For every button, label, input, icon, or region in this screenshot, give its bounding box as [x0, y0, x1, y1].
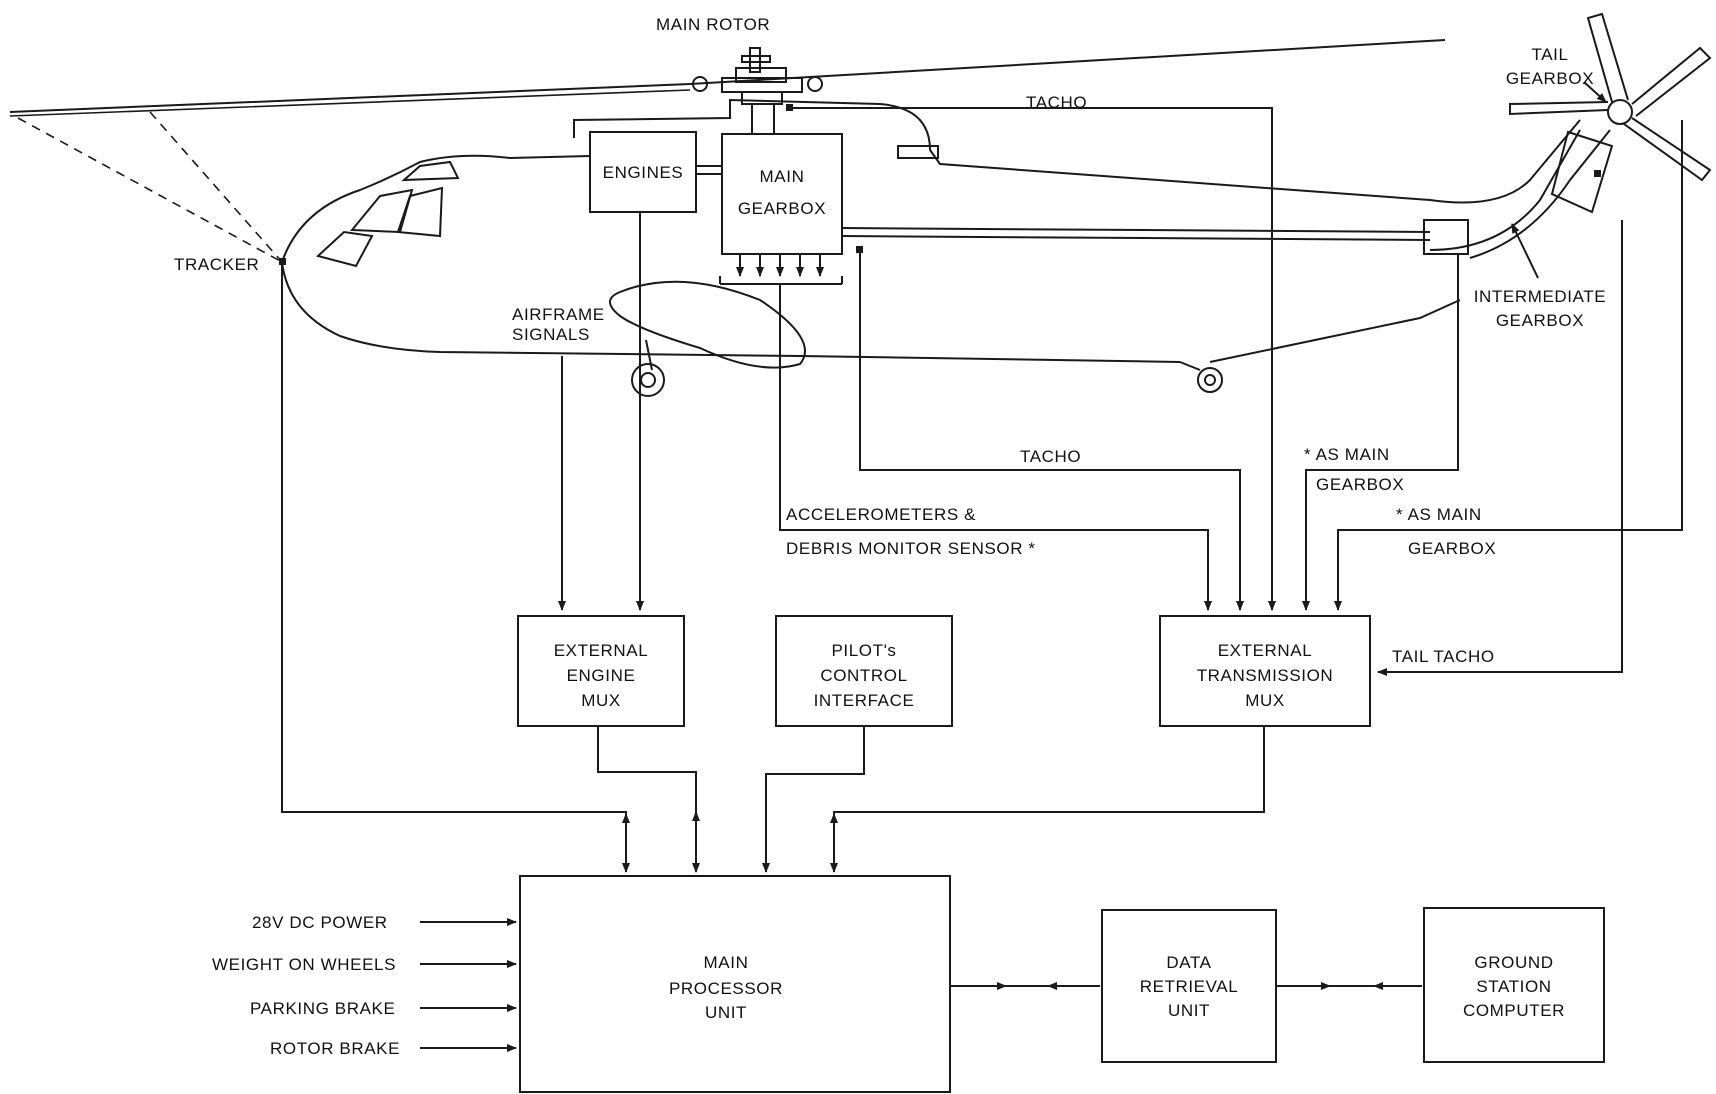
engines-box-label: ENGINES [603, 163, 684, 182]
gearbox-tacho-sensor-icon [856, 246, 863, 253]
input-28v-dc-power: 28V DC POWER [252, 913, 388, 932]
window-4 [401, 160, 460, 182]
pilots-control-interface-box [775, 615, 953, 727]
accelerometers-label-2: DEBRIS MONITOR SENSOR * [786, 539, 1036, 558]
as-main-gearbox-2a: * AS MAIN [1396, 505, 1482, 524]
fuselage-top [573, 98, 1581, 204]
tail-tacho-line [1377, 220, 1623, 676]
tracker-sensor-icon [279, 258, 286, 265]
transmission-mux-mpu-line [830, 726, 1265, 873]
ground-station-label-2: STATION [1476, 977, 1551, 996]
fuselage-bottom [281, 261, 1181, 363]
tracker-beam-2 [149, 111, 283, 263]
pilot-interface-label-1: PILOT's [831, 641, 896, 660]
cockpit-outline [281, 154, 591, 263]
engine-mux-label-1: EXTERNAL [554, 641, 649, 660]
main-wheel [631, 363, 665, 397]
transmission-mux-label-1: EXTERNAL [1218, 641, 1313, 660]
main-gearbox-label-1: MAIN [760, 167, 805, 186]
tacho-top-line [792, 107, 1276, 611]
ground-station-label-3: COMPUTER [1463, 1001, 1565, 1020]
engine-mux-label-2: ENGINE [567, 666, 636, 685]
ground-station-computer-box [1423, 907, 1605, 1063]
tacho-top-label: TACHO [1026, 93, 1087, 112]
rotor-hub [692, 47, 823, 105]
window-1 [315, 230, 374, 268]
tail-sensor-icon [1594, 170, 1601, 177]
external-engine-mux-box [517, 615, 685, 727]
pilot-interface-label-2: CONTROL [820, 666, 907, 685]
window-2 [349, 188, 414, 234]
tail-boom-upper [839, 227, 1431, 233]
sensor-arrows [736, 254, 824, 277]
tracker-mpu-line [281, 262, 630, 873]
intermediate-gearbox-label-2: GEARBOX [1496, 311, 1584, 330]
data-retrieval-label-2: RETRIEVAL [1140, 977, 1239, 996]
window-3 [396, 186, 444, 238]
tail-wheel [1197, 367, 1223, 393]
data-retrieval-unit-box [1101, 909, 1277, 1063]
pilot-interface-mpu-line [762, 726, 865, 873]
main-rotor-blade [9, 39, 1446, 113]
tracker-beam-1 [17, 117, 283, 263]
rotor-tacho-sensor-icon [786, 104, 793, 111]
engines-box [589, 131, 697, 213]
tail-gearbox-line [1334, 120, 1683, 611]
input-weight-on-wheels: WEIGHT ON WHEELS [212, 955, 396, 974]
as-main-gearbox-1a: * AS MAIN [1304, 445, 1390, 464]
mpu-label-3: UNIT [705, 1003, 747, 1022]
main-processor-unit-box [519, 875, 951, 1093]
data-retrieval-label-3: UNIT [1168, 1001, 1210, 1020]
mpu-label-1: MAIN [704, 953, 749, 972]
as-main-gearbox-1b: GEARBOX [1316, 475, 1404, 494]
tacho-mid-line [859, 252, 1244, 611]
tail-pylon-gearbox [1550, 130, 1614, 214]
mpu-label-2: PROCESSOR [669, 979, 783, 998]
as-main-gearbox-2b: GEARBOX [1408, 539, 1496, 558]
tail-rotor [1509, 12, 1712, 182]
sponson [609, 280, 806, 369]
tacho-mid-label: TACHO [1020, 447, 1081, 466]
tail-tacho-label: TAIL TACHO [1392, 647, 1495, 666]
accelerometer-signal-line [779, 284, 1212, 611]
airframe-label-1: AIRFRAME [512, 305, 605, 324]
tail-gearbox-label-1: TAIL [1531, 45, 1568, 64]
transmission-mux-label-2: TRANSMISSION [1197, 666, 1334, 685]
external-transmission-mux-box [1159, 615, 1371, 727]
tail-boom-lower [1209, 299, 1461, 363]
intermediate-gearbox-line [1302, 254, 1459, 611]
accelerometers-label-1: ACCELEROMETERS & [786, 505, 976, 524]
ground-station-label-1: GROUND [1474, 953, 1553, 972]
tracker-label: TRACKER [174, 255, 259, 274]
main-rotor-label: MAIN ROTOR [656, 15, 770, 34]
exhaust [897, 145, 939, 159]
input-parking-brake: PARKING BRAKE [250, 999, 395, 1018]
helicopter-illustration [9, 12, 1712, 397]
main-gearbox-box [721, 133, 843, 255]
input-rotor-brake: ROTOR BRAKE [270, 1039, 400, 1058]
data-retrieval-label-1: DATA [1166, 953, 1211, 972]
pilot-interface-label-3: INTERFACE [814, 691, 915, 710]
main-gearbox-label-2: GEARBOX [738, 199, 826, 218]
engine-mux-mpu-line [597, 726, 700, 873]
airframe-label-2: SIGNALS [512, 325, 590, 344]
intermediate-gearbox-label-1: INTERMEDIATE [1474, 287, 1607, 306]
transmission-mux-label-3: MUX [1245, 691, 1285, 710]
engine-mux-label-3: MUX [581, 691, 621, 710]
tail-gearbox-label-2: GEARBOX [1506, 69, 1594, 88]
intermediate-gearbox-block [1423, 219, 1469, 255]
